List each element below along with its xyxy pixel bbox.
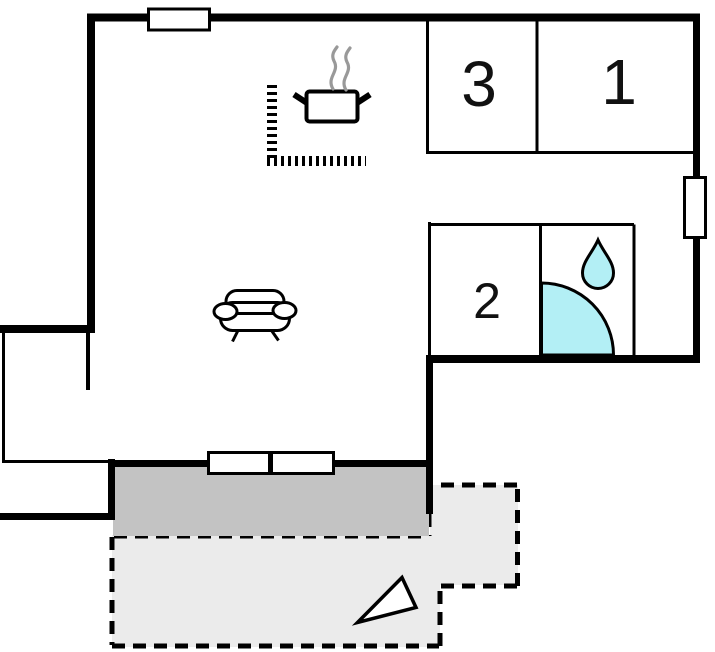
windows bbox=[147, 7, 707, 475]
window-right-icon bbox=[683, 176, 707, 239]
interior-walls bbox=[2, 18, 697, 463]
patio-dashed-area bbox=[109, 482, 520, 649]
sofa-armrest-left bbox=[212, 302, 239, 321]
stove-pot-icon bbox=[292, 89, 372, 124]
steam-wave-1 bbox=[329, 45, 339, 91]
kitchen-counter-dashes bbox=[267, 85, 366, 166]
pot-body bbox=[304, 89, 360, 124]
room-1-label: 1 bbox=[601, 46, 637, 118]
kitchen-area bbox=[267, 45, 372, 166]
bathroom-area bbox=[540, 236, 616, 357]
steam-wave-2 bbox=[342, 46, 352, 92]
rooms-3-1-partition bbox=[426, 18, 697, 154]
window-top-icon bbox=[147, 7, 211, 32]
sofa-icon bbox=[212, 289, 298, 343]
sofa-armrest-right bbox=[271, 301, 298, 320]
sofa-legs bbox=[231, 329, 280, 343]
patio-right-lobe-fill bbox=[430, 485, 518, 585]
terrace-area bbox=[113, 463, 429, 536]
room-3-label: 3 bbox=[461, 48, 497, 120]
room-2-bath-partition bbox=[428, 222, 636, 357]
shower-quarter-circle-icon bbox=[540, 281, 616, 357]
room-labels: 3 1 2 bbox=[461, 46, 637, 329]
terrace-door-left-icon bbox=[207, 451, 271, 475]
patio-lower-fill bbox=[112, 535, 440, 647]
direction-arrow-icon bbox=[351, 574, 419, 626]
steam-icon bbox=[329, 45, 352, 92]
terrace-door-right-icon bbox=[270, 451, 335, 475]
room-2-label: 2 bbox=[473, 273, 501, 329]
water-drop-icon bbox=[580, 236, 616, 290]
annex-walls bbox=[2, 329, 110, 463]
